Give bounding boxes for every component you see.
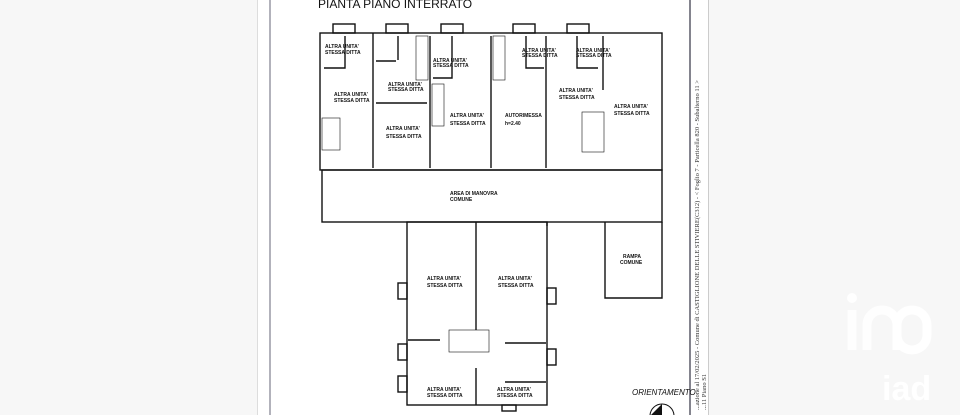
lower-block [397, 221, 557, 412]
cadastral-margin-text: ...azione al 17/02/2025 - Comune di CAST… [694, 80, 701, 410]
svg-text:STESSA DITTA: STESSA DITTA [559, 95, 595, 101]
svg-text:COMUNE: COMUNE [450, 197, 473, 203]
upper-block [319, 23, 663, 171]
svg-text:STESSA DITTA: STESSA DITTA [576, 53, 612, 59]
svg-text:STESSA DITTA: STESSA DITTA [498, 283, 534, 289]
iad-watermark-logo: iad [847, 293, 932, 408]
svg-text:STESSA DITTA: STESSA DITTA [433, 63, 469, 69]
svg-text:COMUNE: COMUNE [620, 260, 643, 266]
north-arrow-icon [649, 403, 675, 415]
svg-text:ALTRA UNITA': ALTRA UNITA' [386, 126, 420, 132]
svg-text:ALTRA UNITA': ALTRA UNITA' [614, 104, 648, 110]
svg-text:ALTRA UNITA': ALTRA UNITA' [576, 48, 610, 54]
cadastral-margin-small: ...11 Piano S1 [701, 374, 708, 410]
svg-text:ALTRA UNITA': ALTRA UNITA' [498, 276, 532, 282]
svg-text:STESSA DITTA: STESSA DITTA [325, 50, 361, 56]
svg-text:STESSA DITTA: STESSA DITTA [450, 121, 486, 127]
room-labels: ALTRA UNITA'STESSA DITTA ALTRA UNITA'STE… [325, 44, 650, 399]
svg-text:RAMPA: RAMPA [623, 254, 641, 260]
svg-text:AUTORIMESSA: AUTORIMESSA [505, 113, 542, 119]
svg-text:STESSA DITTA: STESSA DITTA [522, 53, 558, 59]
svg-text:h=2.40: h=2.40 [505, 121, 521, 127]
svg-text:AREA DI MANOVRA: AREA DI MANOVRA [450, 191, 498, 197]
svg-text:STESSA DITTA: STESSA DITTA [388, 87, 424, 93]
svg-text:STESSA DITTA: STESSA DITTA [386, 134, 422, 140]
svg-text:ALTRA UNITA': ALTRA UNITA' [388, 82, 422, 88]
orientation-label: ORIENTAMENTO [632, 388, 696, 397]
svg-text:ALTRA UNITA': ALTRA UNITA' [522, 48, 556, 54]
svg-text:ALTRA UNITA': ALTRA UNITA' [450, 113, 484, 119]
svg-text:ALTRA UNITA': ALTRA UNITA' [325, 44, 359, 50]
svg-text:ALTRA UNITA': ALTRA UNITA' [427, 276, 461, 282]
svg-text:STESSA DITTA: STESSA DITTA [427, 283, 463, 289]
watermark-text: iad [882, 370, 931, 408]
svg-text:STESSA DITTA: STESSA DITTA [427, 393, 463, 399]
svg-text:STESSA DITTA: STESSA DITTA [497, 393, 533, 399]
document-page [257, 0, 709, 415]
svg-text:STESSA DITTA: STESSA DITTA [334, 98, 370, 104]
ramp [604, 222, 663, 299]
svg-text:ALTRA UNITA': ALTRA UNITA' [427, 387, 461, 393]
svg-text:ALTRA UNITA': ALTRA UNITA' [334, 92, 368, 98]
plan-title: PIANTA PIANO INTERRATO [318, 0, 472, 11]
svg-text:STESSA DITTA: STESSA DITTA [614, 111, 650, 117]
svg-text:ALTRA UNITA': ALTRA UNITA' [433, 58, 467, 64]
svg-text:ALTRA UNITA': ALTRA UNITA' [559, 88, 593, 94]
svg-text:ALTRA UNITA': ALTRA UNITA' [497, 387, 531, 393]
